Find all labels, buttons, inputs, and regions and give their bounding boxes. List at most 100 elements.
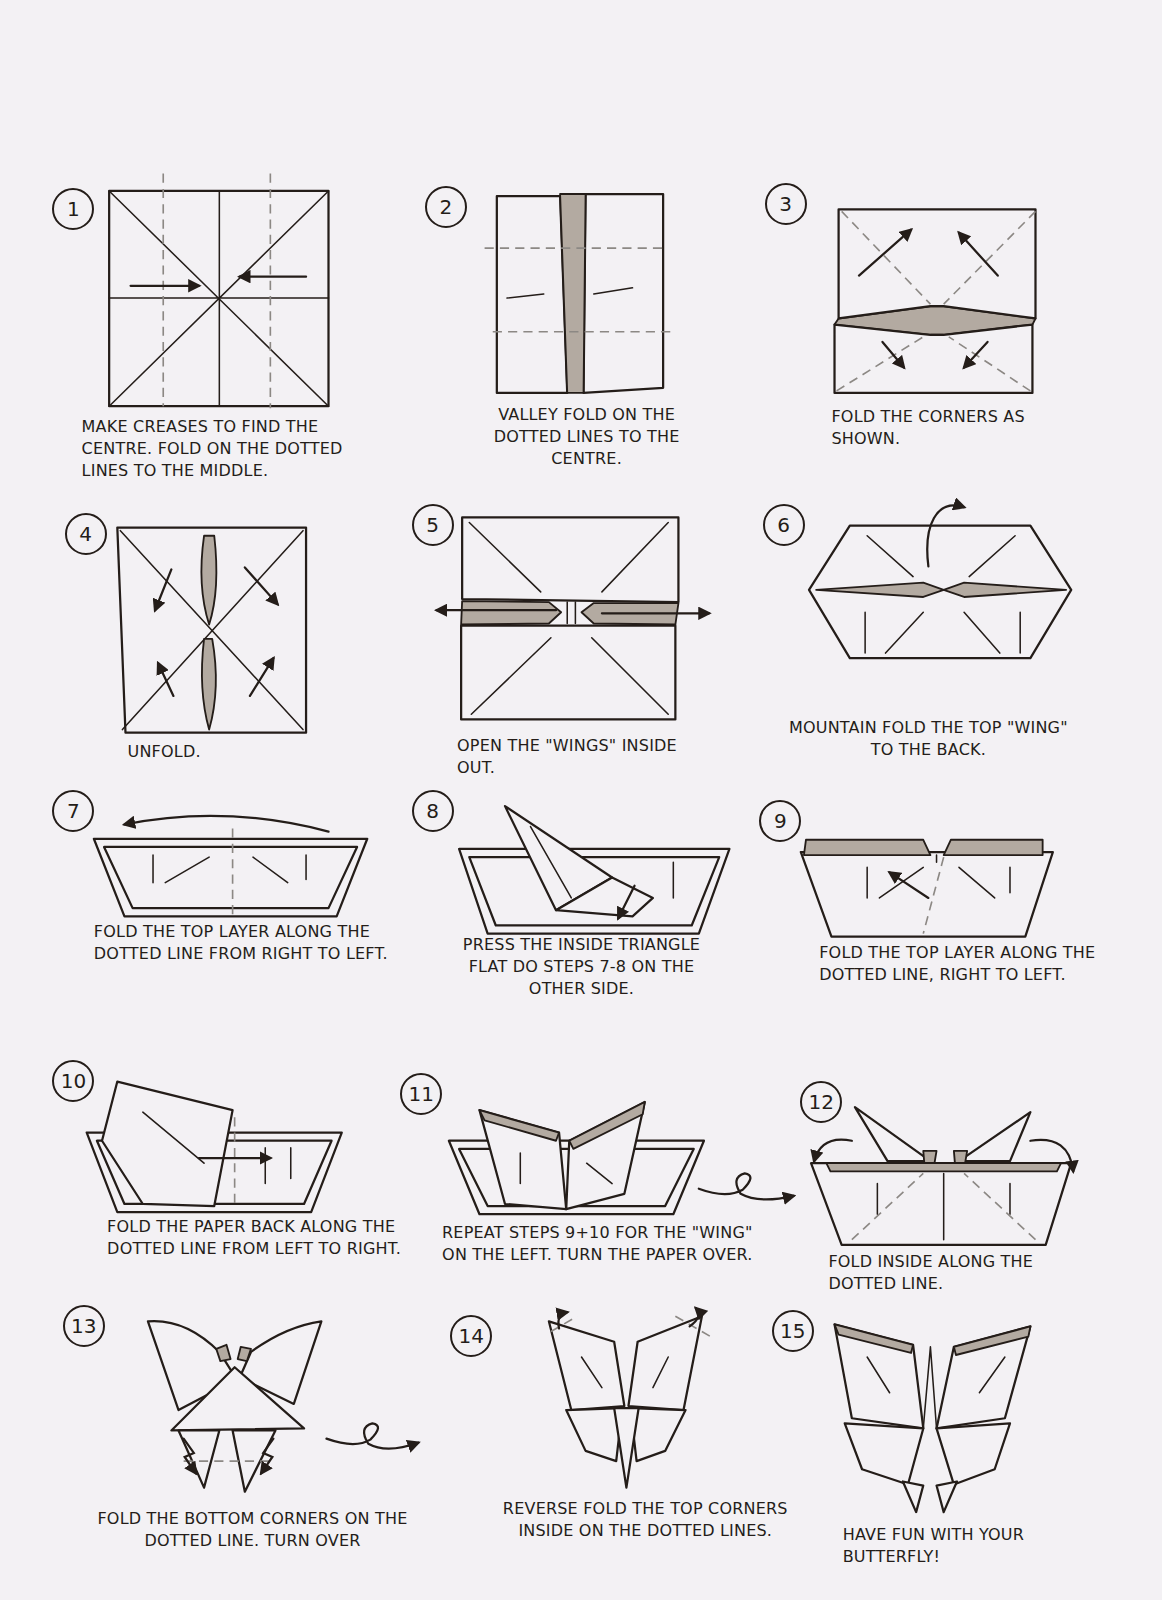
folded-paper (471, 638, 668, 715)
step-caption: HAVE FUN WITH YOUR BUTTERFLY! (843, 1524, 1098, 1568)
boat-base (569, 1102, 644, 1149)
caption-box: VALLEY FOLD ON THE DOTTED LINES TO THE C… (464, 404, 709, 470)
step-number: 3 (765, 183, 807, 225)
folded-paper (507, 288, 632, 298)
square-paper (109, 191, 328, 406)
boat-base (232, 829, 234, 919)
folded-paper (117, 528, 306, 733)
boat-base (87, 1082, 342, 1213)
boat-base (801, 852, 1053, 937)
folded-paper (437, 609, 556, 611)
butterfly-base (171, 1367, 304, 1430)
caption-box: UNFOLD. (128, 741, 332, 763)
caption-box: FOLD THE CORNERS AS SHOWN. (831, 406, 1086, 450)
step-number: 5 (412, 504, 454, 546)
step-number: 7 (52, 790, 94, 832)
caption-box: MOUNTAIN FOLD THE TOP "WING" TO THE BACK… (786, 717, 1072, 761)
boat-base (153, 855, 306, 883)
step-caption: OPEN THE "WINGS" INSIDE OUT. (457, 735, 702, 779)
butterfly (582, 1357, 669, 1388)
butterfly-base (148, 1321, 418, 1492)
step-number-text: 9 (774, 811, 787, 831)
boat-base (923, 1151, 936, 1163)
boat-base (124, 816, 328, 832)
step-number: 13 (63, 1305, 105, 1347)
step-number: 1 (52, 188, 94, 230)
caption-box: FOLD THE TOP LAYER ALONG THE DOTTED LINE… (94, 921, 390, 965)
boat-base (811, 1107, 1073, 1245)
folded-paper (117, 528, 306, 733)
boat-base (94, 816, 367, 919)
step-number-text: 8 (426, 801, 439, 821)
folded-paper (155, 569, 171, 610)
folded-paper (859, 230, 911, 276)
butterfly-base (261, 1439, 273, 1474)
boat-base (826, 1163, 1061, 1171)
step-number-text: 12 (809, 1092, 834, 1112)
folded-paper (882, 342, 903, 368)
butterfly (614, 1408, 638, 1488)
boat-base (566, 1102, 645, 1209)
butterfly (690, 1308, 699, 1326)
step-number-text: 6 (777, 515, 790, 535)
step-caption: UNFOLD. (128, 741, 332, 763)
step-number: 9 (759, 800, 801, 842)
boat-base (954, 1151, 967, 1163)
folded-paper (485, 248, 676, 332)
boat-base (944, 840, 1043, 855)
folded-paper (245, 567, 278, 604)
boat-base (143, 1112, 291, 1183)
caption-box: REVERSE FOLD THE TOP CORNERS INSIDE ON T… (500, 1498, 791, 1542)
step-number: 12 (800, 1081, 842, 1123)
step-caption: PRESS THE INSIDE TRIANGLE FLAT DO STEPS … (449, 934, 714, 1000)
step-number-text: 13 (71, 1316, 96, 1336)
caption-box: OPEN THE "WINGS" INSIDE OUT. (457, 735, 702, 779)
butterfly (549, 1308, 714, 1488)
boat-base (855, 1107, 930, 1161)
step-caption: FOLD THE TOP LAYER ALONG THE DOTTED LINE… (94, 921, 390, 965)
step-caption: FOLD THE CORNERS AS SHOWN. (831, 406, 1086, 450)
step-number: 2 (425, 186, 467, 228)
step-number: 6 (763, 504, 805, 546)
step-caption: FOLD THE PAPER BACK ALONG THE DOTTED LIN… (107, 1216, 423, 1260)
caption-box: REPEAT STEPS 9+10 FOR THE "WING" ON THE … (437, 1222, 758, 1266)
boat-base (479, 1110, 559, 1141)
butterfly (630, 1408, 685, 1461)
boat-base (618, 886, 634, 919)
boat-base (449, 1102, 794, 1214)
step-number-text: 10 (61, 1071, 86, 1091)
folded-paper (837, 211, 1036, 391)
boat-base (104, 847, 357, 908)
folded-paper (809, 526, 1071, 659)
step-number-text: 7 (67, 801, 80, 821)
folded-paper (461, 626, 675, 720)
folded-paper (158, 663, 173, 696)
step-number: 15 (772, 1310, 814, 1352)
butterfly (903, 1481, 923, 1512)
caption-box: FOLD THE PAPER BACK ALONG THE DOTTED LIN… (107, 1216, 423, 1260)
step-caption: FOLD THE BOTTOM CORNERS ON THE DOTTED LI… (97, 1508, 408, 1552)
folded-paper (964, 342, 987, 368)
folded-paper (865, 536, 1020, 653)
caption-box: FOLD INSIDE ALONG THE DOTTED LINE. (828, 1251, 1073, 1295)
folded-paper (462, 517, 678, 602)
folded-paper (567, 602, 575, 623)
step-number-text: 5 (426, 515, 439, 535)
folded-paper (485, 194, 676, 393)
butterfly (937, 1423, 1010, 1484)
boat-base (199, 1157, 270, 1159)
step-number-text: 11 (409, 1084, 434, 1104)
folded-paper (602, 612, 709, 614)
caption-box: MAKE CREASES TO FIND THE CENTRE. FOLD ON… (82, 416, 388, 482)
folded-paper (839, 209, 1036, 318)
folded-paper (250, 658, 273, 696)
boat-base (479, 1110, 566, 1209)
step-number: 8 (412, 790, 454, 832)
step-number-text: 15 (780, 1321, 805, 1341)
boat-base (102, 1082, 233, 1206)
butterfly (867, 1347, 1005, 1429)
boat-base (877, 1173, 1010, 1239)
